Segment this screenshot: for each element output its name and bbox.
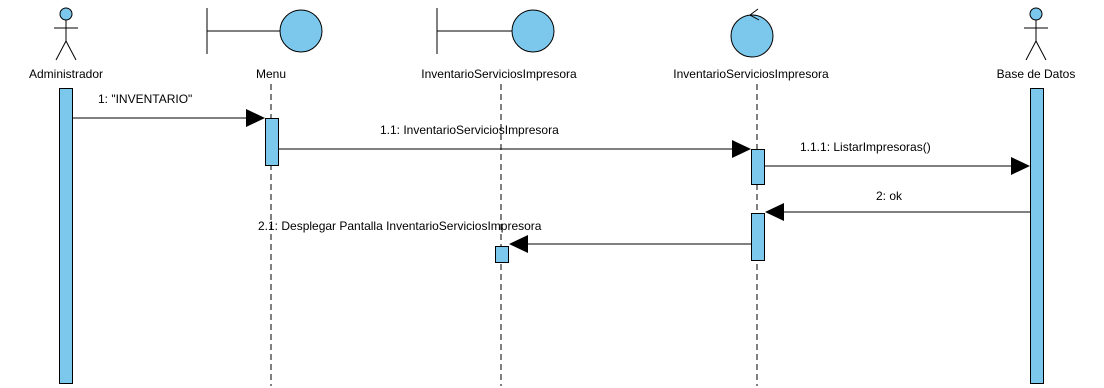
arrow-head-icon bbox=[246, 109, 265, 127]
activation-bar-menu bbox=[265, 118, 279, 166]
arrow-head-icon bbox=[732, 140, 751, 158]
arrow-head-icon bbox=[765, 203, 784, 221]
participant-label: Administrador bbox=[29, 67, 103, 81]
activation-bar-base-de-datos bbox=[1030, 88, 1044, 384]
control-icon bbox=[730, 8, 774, 58]
participant-label: InventarioServiciosImpresora bbox=[421, 67, 577, 81]
participant-base-de-datos: Base de Datos bbox=[997, 7, 1076, 81]
boundary-icon bbox=[436, 8, 555, 54]
message-1: 1: "INVENTARIO" bbox=[73, 92, 265, 127]
participant-label: Base de Datos bbox=[997, 67, 1076, 81]
message-2: 2: ok bbox=[765, 189, 1030, 221]
arrow-head-icon bbox=[509, 235, 528, 253]
activation-bars bbox=[59, 88, 1044, 384]
participant-label: InventarioServiciosImpresora bbox=[673, 67, 829, 81]
activation-bar-control-1 bbox=[751, 149, 765, 185]
participant-label: Menu bbox=[256, 67, 286, 81]
participant-boundary2: InventarioServiciosImpresora bbox=[421, 8, 577, 81]
message-1-1-1: 1.1.1: ListarImpresoras() bbox=[765, 140, 1030, 175]
participant-control: InventarioServiciosImpresora bbox=[673, 8, 829, 81]
message-label: 1.1: InventarioServiciosImpresora bbox=[380, 123, 559, 137]
actor-icon bbox=[54, 7, 78, 61]
arrow-head-icon bbox=[1011, 157, 1030, 175]
message-label: 1: "INVENTARIO" bbox=[98, 92, 192, 106]
message-label: 1.1.1: ListarImpresoras() bbox=[800, 140, 931, 154]
boundary-icon bbox=[206, 8, 323, 54]
message-label: 2.1: Desplegar Pantalla InventarioServic… bbox=[258, 219, 542, 233]
message-label: 2: ok bbox=[876, 189, 903, 203]
activation-bar-control-2 bbox=[751, 213, 765, 261]
message-1-1: 1.1: InventarioServiciosImpresora bbox=[279, 123, 751, 158]
message-2-1: 2.1: Desplegar Pantalla InventarioServic… bbox=[258, 219, 751, 253]
activation-bar-administrador bbox=[59, 88, 73, 384]
participant-menu: Menu bbox=[206, 8, 323, 81]
actor-icon bbox=[1024, 7, 1048, 61]
activation-bar-boundary2 bbox=[495, 246, 509, 263]
participant-administrador: Administrador bbox=[29, 7, 103, 81]
